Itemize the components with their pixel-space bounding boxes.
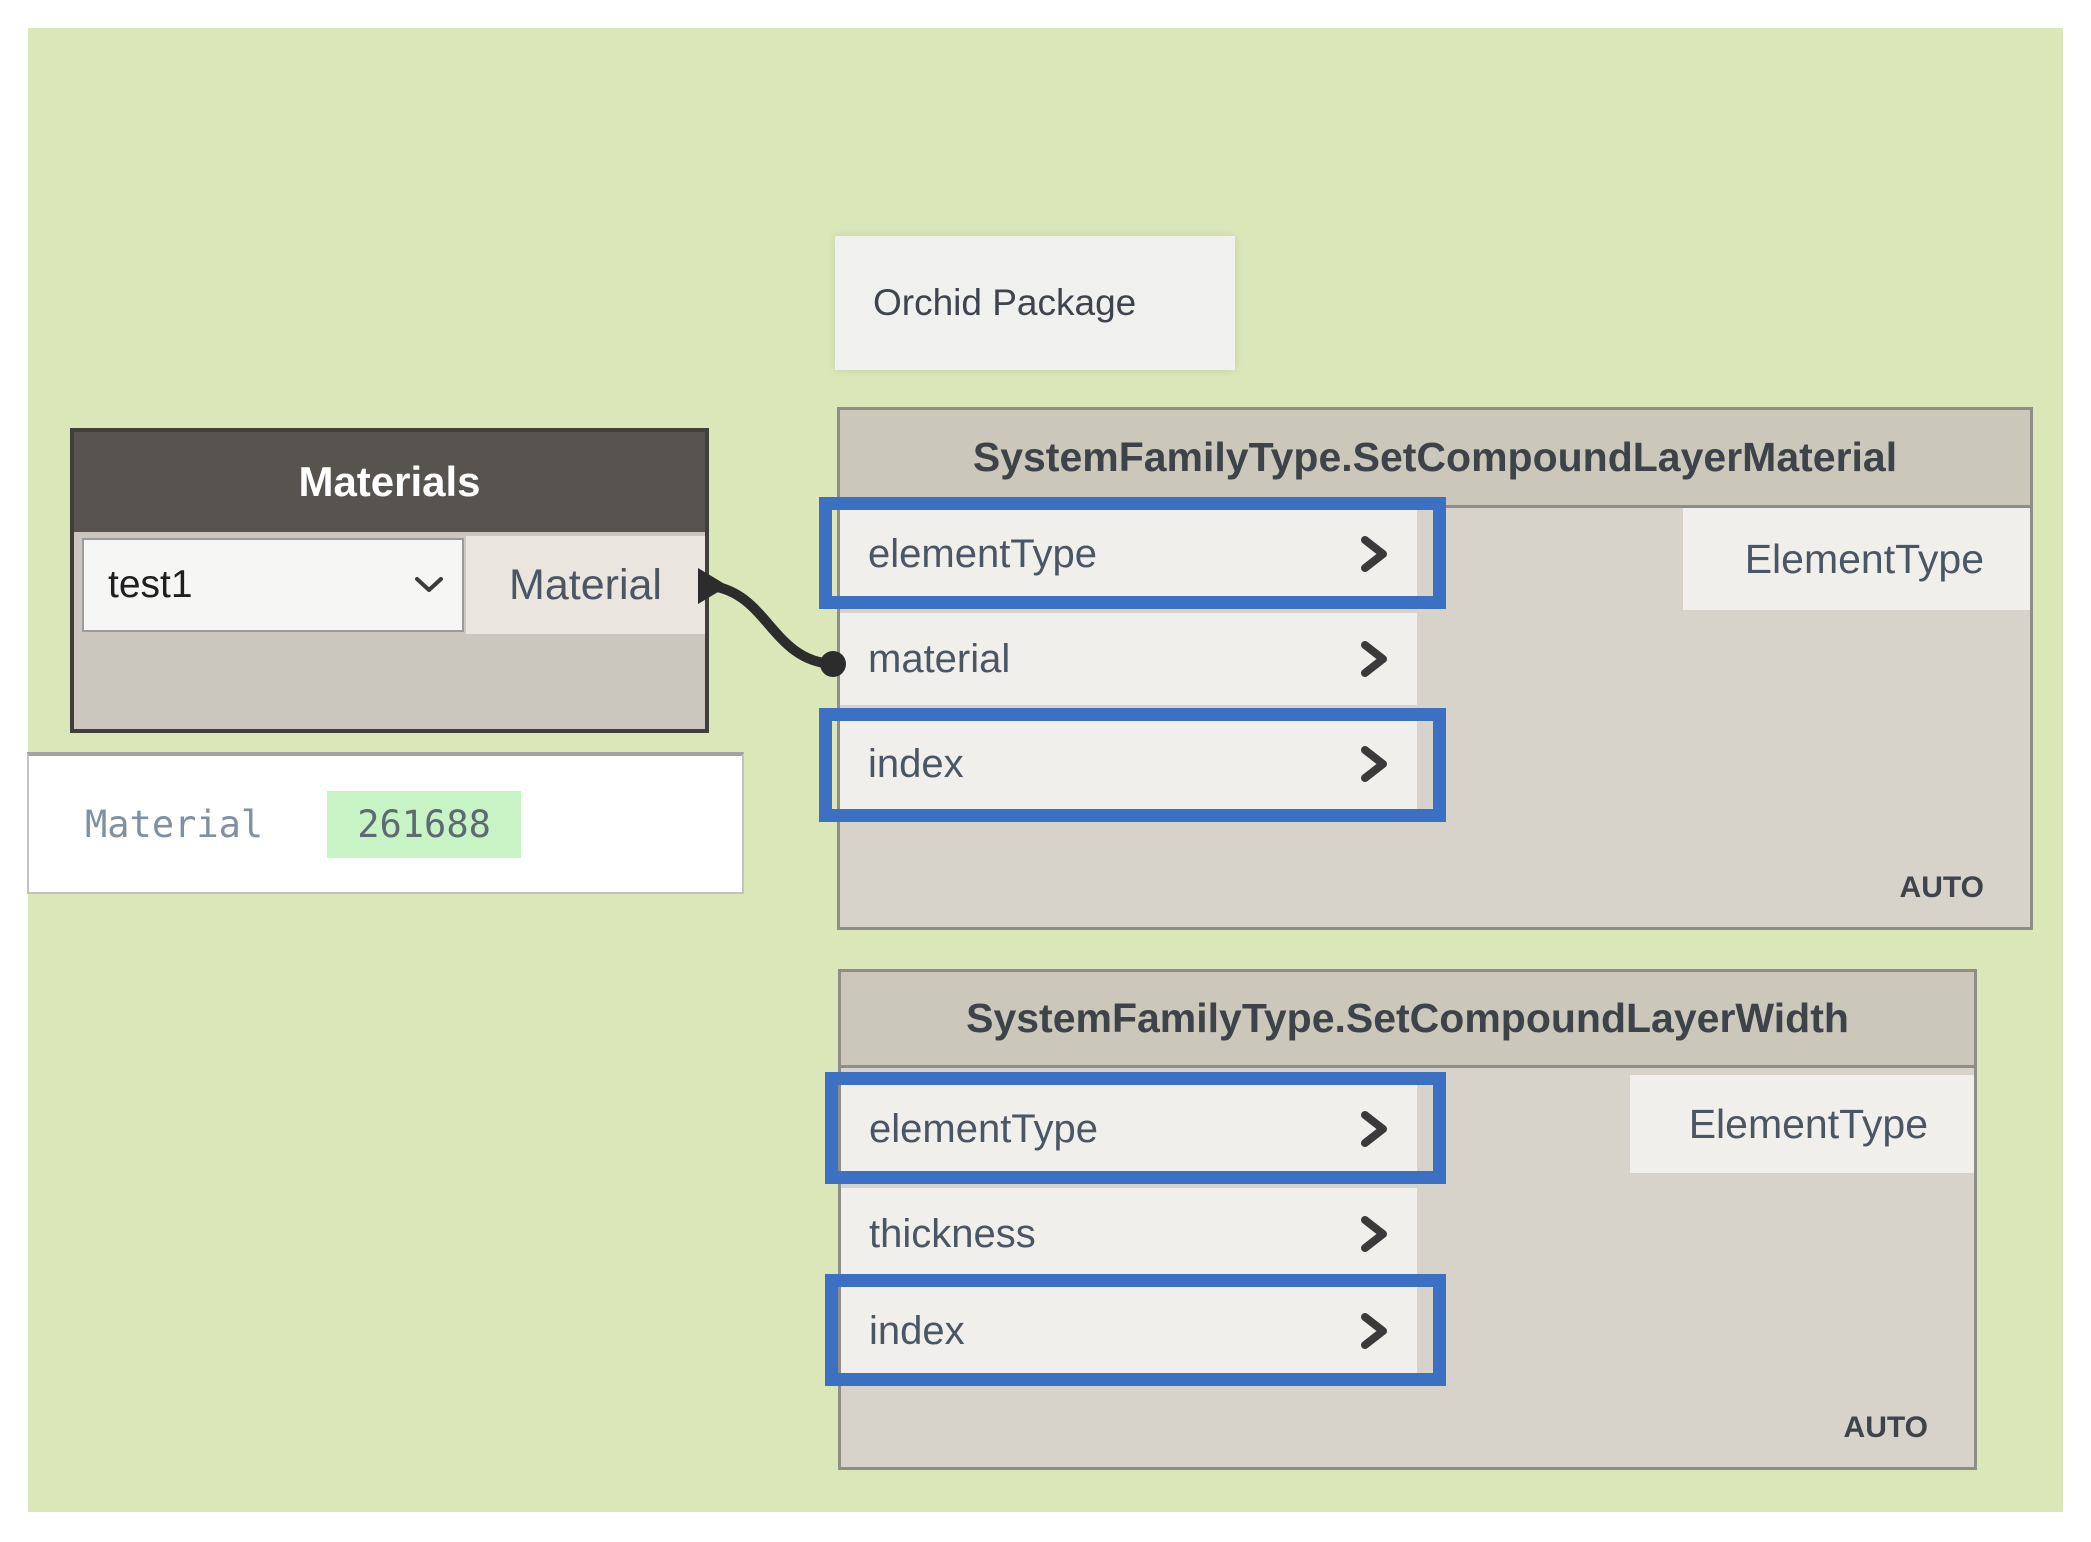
materials-output-port-label: Material bbox=[509, 560, 662, 609]
input-port-elementtype[interactable]: elementType bbox=[840, 508, 1417, 600]
preview-value-highlighted: 261688 bbox=[327, 790, 521, 858]
output-port-label: ElementType bbox=[1688, 1100, 1928, 1147]
input-port-index[interactable]: index bbox=[841, 1285, 1417, 1377]
input-port-label: index bbox=[869, 1308, 965, 1353]
input-port-label: index bbox=[868, 741, 964, 786]
node-setcompoundlayermaterial[interactable]: SystemFamilyType.SetCompoundLayerMateria… bbox=[837, 407, 2033, 930]
materials-node-header[interactable]: Materials bbox=[74, 432, 705, 532]
input-port-label: thickness bbox=[869, 1211, 1036, 1256]
output-port-elementtype[interactable]: ElementType bbox=[1630, 1075, 1974, 1173]
materials-node-title: Materials bbox=[298, 458, 481, 505]
materials-dropdown[interactable]: test1 bbox=[82, 538, 464, 632]
output-port-elementtype[interactable]: ElementType bbox=[1683, 508, 2030, 610]
materials-output-port[interactable]: Material bbox=[466, 536, 705, 634]
node-setcompoundlayermaterial-header[interactable]: SystemFamilyType.SetCompoundLayerMateria… bbox=[840, 410, 2030, 508]
package-tooltip-label: Orchid Package bbox=[873, 282, 1137, 323]
package-tooltip: Orchid Package bbox=[835, 236, 1235, 370]
node-setcompoundlayerwidth[interactable]: SystemFamilyType.SetCompoundLayerWidth e… bbox=[838, 969, 1977, 1470]
chevron-right-icon bbox=[1361, 536, 1387, 572]
input-port-label: elementType bbox=[868, 531, 1098, 576]
materials-node[interactable]: Materials test1 Material bbox=[70, 428, 709, 733]
input-port-label: material bbox=[868, 636, 1011, 681]
chevron-right-icon bbox=[1361, 641, 1387, 677]
graph-canvas[interactable]: Orchid Package Materials test1 Material … bbox=[27, 28, 2063, 1512]
node-setcompoundlayermaterial-title: SystemFamilyType.SetCompoundLayerMateria… bbox=[972, 434, 1898, 480]
preview-label: Material bbox=[85, 802, 264, 846]
input-port-material[interactable]: material bbox=[840, 613, 1417, 705]
input-port-index[interactable]: index bbox=[840, 718, 1417, 810]
lacing-badge[interactable]: AUTO bbox=[1843, 1411, 1928, 1444]
input-port-label: elementType bbox=[869, 1106, 1099, 1151]
node-setcompoundlayerwidth-header[interactable]: SystemFamilyType.SetCompoundLayerWidth bbox=[841, 972, 1974, 1068]
chevron-right-icon bbox=[1361, 746, 1387, 782]
chevron-down-icon bbox=[415, 577, 443, 592]
preview-bubble: Material 261688 bbox=[27, 752, 744, 894]
node-setcompoundlayerwidth-title: SystemFamilyType.SetCompoundLayerWidth bbox=[966, 995, 1849, 1041]
input-port-thickness[interactable]: thickness bbox=[841, 1188, 1417, 1280]
input-port-elementtype[interactable]: elementType bbox=[841, 1083, 1417, 1175]
materials-dropdown-value: test1 bbox=[108, 563, 193, 606]
lacing-badge[interactable]: AUTO bbox=[1899, 871, 1984, 904]
output-port-label: ElementType bbox=[1744, 535, 1984, 582]
chevron-right-icon bbox=[1361, 1111, 1387, 1147]
chevron-right-icon bbox=[1361, 1313, 1387, 1349]
chevron-right-icon bbox=[1361, 1216, 1387, 1252]
